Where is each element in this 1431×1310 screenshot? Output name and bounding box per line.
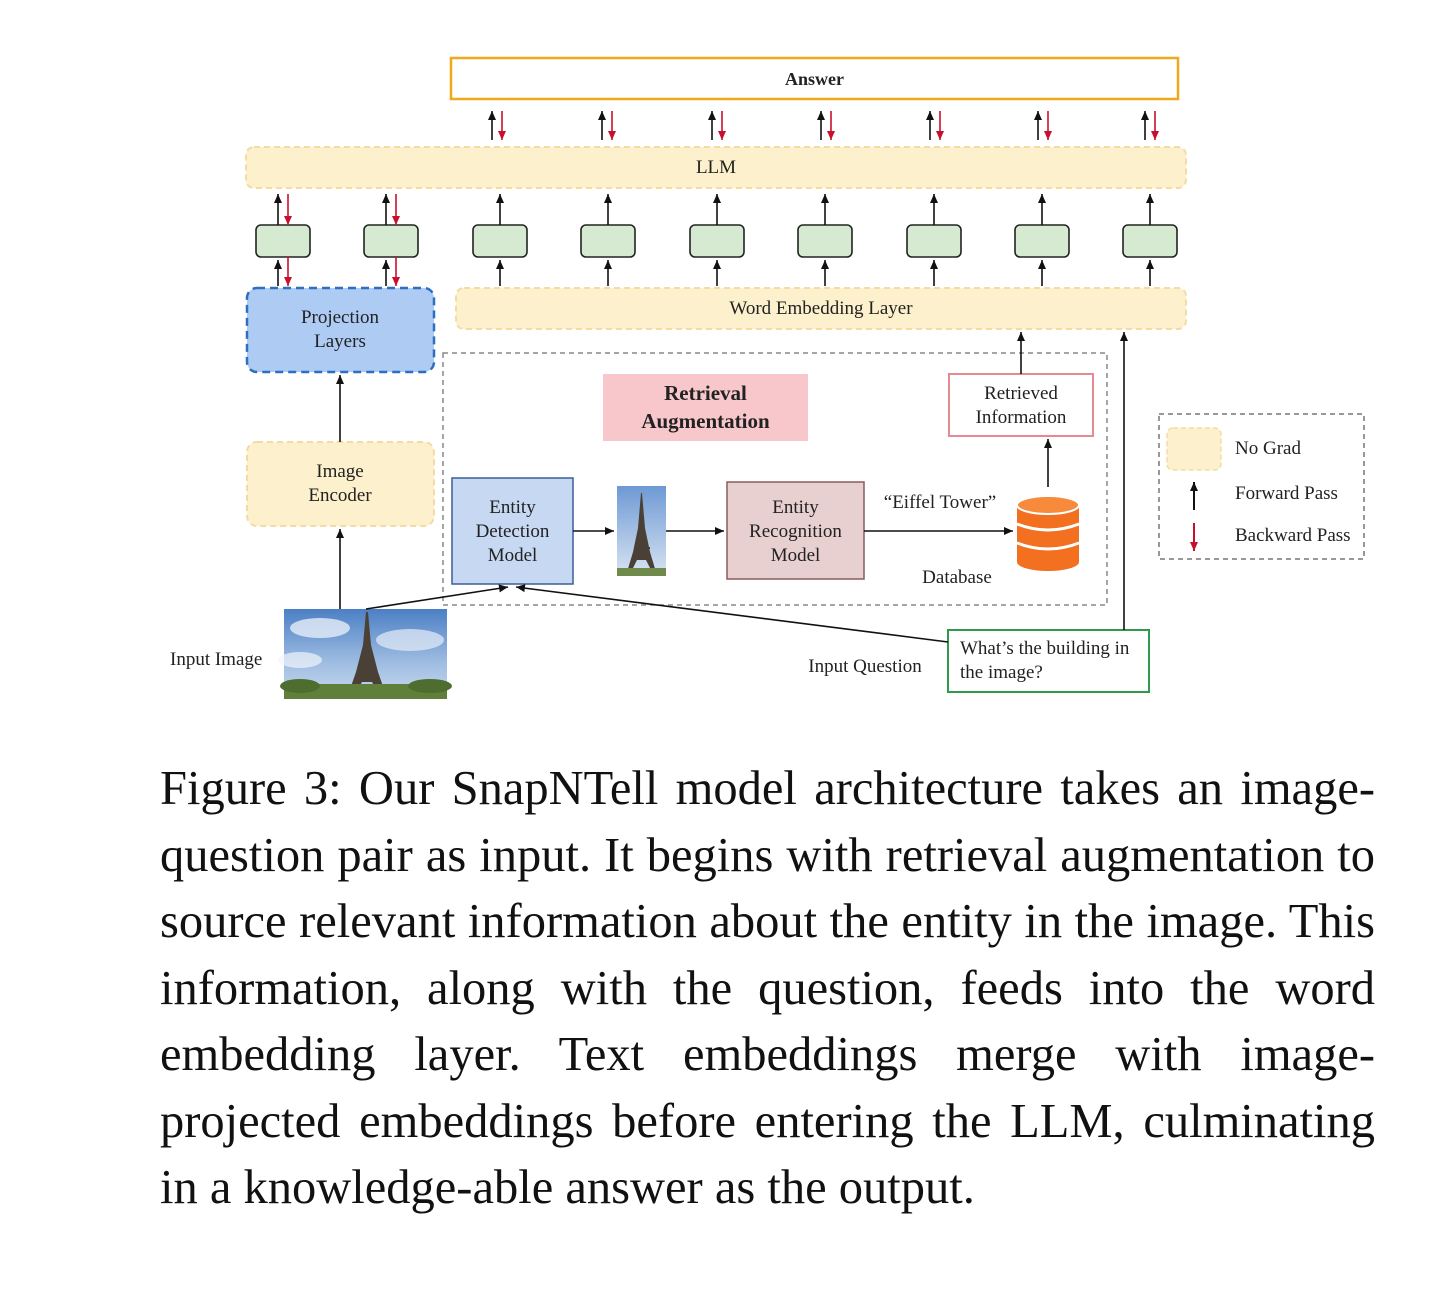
llm-bar [245,146,1187,189]
adapter-block [255,194,311,286]
retrieved-info-box [948,373,1094,437]
answer-arrow-pair [598,111,616,140]
database-icon [1016,495,1080,571]
retrieval-container [442,352,1108,606]
legend-forward-label: Forward Pass [1235,483,1338,504]
input-image [278,609,452,699]
legend-no-grad-swatch [1166,427,1222,471]
answer-arrows [488,111,1159,140]
adapter-block [1014,194,1070,286]
legend-no-grad-label: No Grad [1235,438,1301,459]
llm-label: LLM [695,157,737,178]
projection-layers-label: Projection Layers [300,307,380,352]
answer-arrow-pair [1141,111,1159,140]
image-encoder-label: Image Encoder [308,461,372,506]
adapter-block [363,194,419,286]
answer-arrow-pair [926,111,944,140]
diagram-canvas [245,56,1365,699]
retrieval-label-box [603,374,808,441]
entity-detection-label: Entity Detection Model [475,497,550,566]
entity-recognition-label: Entity Recognition Model [749,497,842,566]
eiffel-tower-label: “Eiffel Tower” [883,492,997,513]
figure-caption: Figure 3: Our SnapNTell model architectu… [160,762,1375,1214]
word-embedding-bar [455,287,1187,330]
answer-arrow-pair [708,111,726,140]
adapter-block [472,194,528,286]
retrieved-info-label: Retrieved Information [975,383,1067,428]
retrieval-label: Retrieval Augmentation [641,381,770,433]
adapter-block [906,194,962,286]
projection-layers-box [245,286,436,374]
answer-box [449,56,1180,101]
adapter-block [1122,194,1178,286]
word-embedding-label: Word Embedding Layer [729,298,913,319]
adapter-blocks [255,194,1178,286]
entity-detection-box [451,477,574,585]
adapter-block [580,194,636,286]
question-box [947,629,1150,693]
input-image-label: Input Image [170,649,263,670]
adapter-block [689,194,745,286]
answer-label: Answer [785,69,844,89]
answer-arrow-pair [488,111,506,140]
legend-backward-label: Backward Pass [1235,525,1351,546]
flow-arrows [336,332,1128,643]
architecture-diagram: Answer LLM Word Embedding Layer Projecti… [170,56,1365,699]
input-question-label: Input Question [808,656,922,677]
question-text: What’s the building in the image? [960,638,1130,683]
database-label: Database [922,567,992,588]
eiffel-thumbnail [617,486,666,576]
answer-arrow-pair [817,111,835,140]
adapter-block [797,194,853,286]
answer-arrow-pair [1034,111,1052,140]
